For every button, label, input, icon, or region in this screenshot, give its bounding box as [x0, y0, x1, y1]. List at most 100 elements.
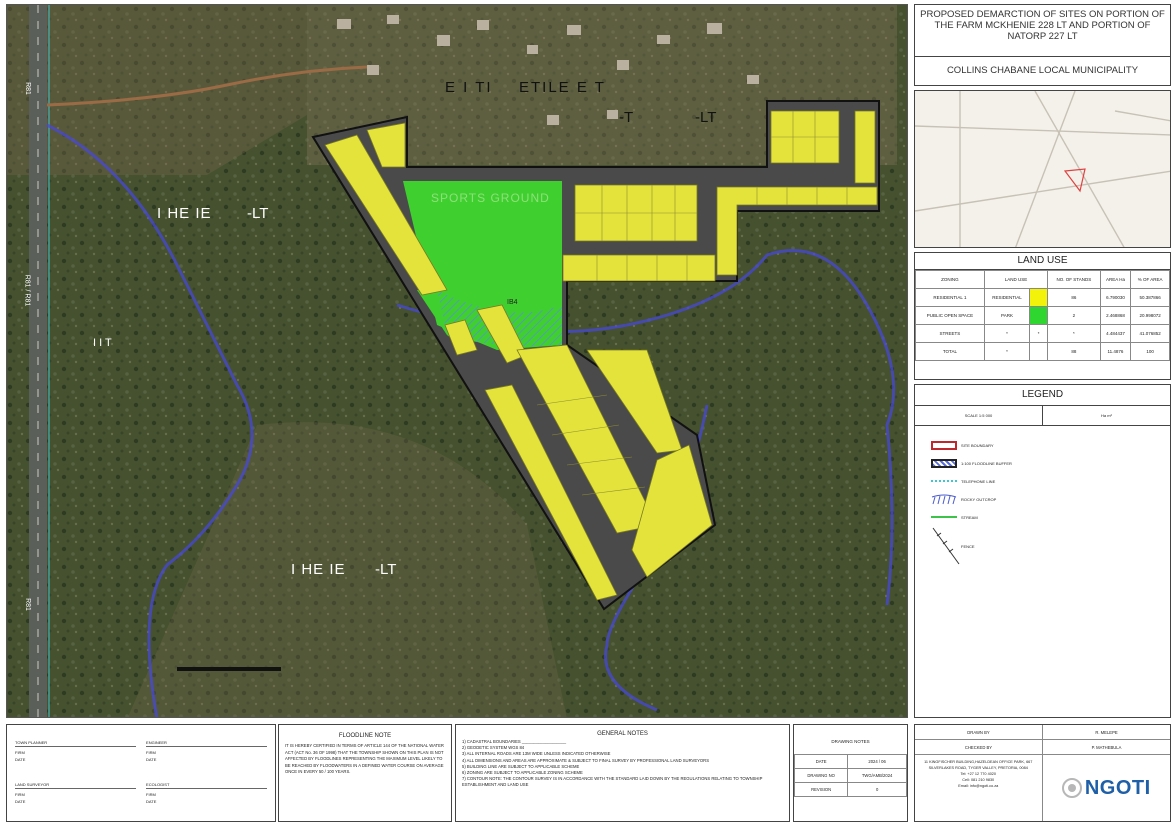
color-swatch	[1029, 288, 1049, 307]
drawing-title: PROPOSED DEMARCTION OF SITES ON PORTION …	[915, 5, 1170, 57]
signature-label: DATE	[15, 757, 26, 762]
company-contact: 11 KINGFISCHER BUILDING,HAZELDEAN OFFICE…	[915, 755, 1043, 821]
zoning-cell: STREETS	[915, 324, 985, 343]
signature-col-right: ENGINEER FIRM DATE	[146, 739, 267, 763]
table-row: TOTAL * 88 11.4876 100	[915, 342, 1170, 361]
locality-map-canvas	[915, 91, 1170, 247]
map-label-farm-south: I HE IE	[291, 561, 346, 578]
legend-item: TELEPHONE LINE	[915, 472, 1170, 490]
legend-label: FENCE	[961, 543, 975, 549]
pct-cell: 20.998072	[1130, 306, 1170, 325]
legend-label: STREAM	[961, 514, 978, 520]
map-label-farm-south-suffix: -LT	[375, 561, 397, 578]
signature-label: FIRM	[15, 750, 25, 755]
drawing-note-value: 0	[847, 782, 907, 797]
use-cell: PARK	[983, 306, 1031, 325]
floodline-buffer-icon	[931, 457, 961, 469]
rocky-outcrop-icon	[931, 493, 961, 505]
locality-site-marker	[1063, 168, 1086, 193]
list-item: 2) GEODETIC SYSTEM WGS 84	[462, 745, 525, 751]
legend-scale: SCALE 1:5 000	[964, 413, 993, 418]
pct-cell: 50.387866	[1130, 288, 1170, 307]
map-label-farm-mid: I I T	[93, 337, 112, 349]
signature-label: ECOLOGIST	[146, 781, 267, 789]
use-cell: *	[983, 342, 1031, 361]
color-swatch	[1029, 342, 1049, 361]
company-address: 11 KINGFISCHER BUILDING,HAZELDEAN OFFICE…	[924, 760, 1033, 770]
legend-unit: Ha m²	[1042, 406, 1170, 425]
ngoti-logo-icon	[1061, 778, 1082, 798]
signature-label: LAND SURVEYOR	[15, 781, 136, 789]
map-label-road-b: R81 / R81	[23, 274, 31, 307]
drawing-note-key: DRAWING NO	[793, 768, 849, 783]
floodline-heading: FLOODLINE NOTE	[338, 733, 392, 739]
drawing-notes-heading: DRAWING NOTES	[831, 739, 870, 744]
municipality-name: COLLINS CHABANE LOCAL MUNICIPALITY	[946, 65, 1139, 76]
fence-icon	[931, 526, 961, 566]
use-cell: RESIDENTIAL	[983, 288, 1031, 307]
header-cell: ZONING	[915, 270, 985, 289]
checked-by-label: CHECKED BY	[964, 744, 993, 750]
stands-cell: 2	[1047, 306, 1101, 325]
general-notes: GENERAL NOTES 1) CADASTRAL BOUNDARIES __…	[455, 724, 790, 822]
stream-east	[396, 249, 896, 606]
signature-label: FIRM	[146, 792, 156, 797]
map-label-settlement-d: -LT	[695, 109, 717, 126]
map-label-settlement-b: ETILE E T	[519, 79, 606, 96]
aerial-map[interactable]: E I TI ETILE E T -T -LT I HE IE -LT I HE…	[6, 4, 908, 718]
legend-panel: LEGEND SCALE 1:5 000 Ha m² SITE BOUNDARY…	[914, 384, 1171, 718]
header-cell: NO. OF STANDS	[1047, 270, 1101, 289]
signature-col-left: TOWN PLANNER FIRM DATE	[15, 739, 136, 763]
area-cell: 6.790030	[1099, 288, 1132, 307]
drawing-note-value: 2024 / 06	[847, 754, 907, 769]
floodline-note: FLOODLINE NOTE IT IS HEREBY CERTIFIED IN…	[278, 724, 452, 822]
color-swatch	[1029, 306, 1049, 325]
map-label-sports-ground: SPORTS GROUND	[431, 191, 550, 205]
drawn-by-row: DRAWN BY R. MELEPE	[915, 725, 1170, 740]
zoning-cell: RESIDENTIAL 1	[915, 288, 985, 307]
map-canvas	[7, 5, 907, 717]
company-cell: Cell: 081 210 9830	[962, 778, 995, 782]
signature-label: ENGINEER	[146, 739, 267, 747]
list-item: 3) ALL INTERNAL ROADS ARE 13M WIDE UNLES…	[462, 751, 611, 757]
signature-row: LAND SURVEYOR FIRM DATE ECOLOGIST FIRM D…	[7, 763, 275, 805]
zoning-cell: TOTAL	[915, 342, 985, 361]
land-use-table: LAND USE ZONING LAND USE NO. OF STANDS A…	[914, 252, 1171, 380]
drawn-by-value: R. MELEPE	[1042, 725, 1170, 739]
pct-cell: 100	[1130, 342, 1170, 361]
legend-label: SITE BOUNDARY	[961, 442, 994, 448]
signature-row: TOWN PLANNER FIRM DATE ENGINEER FIRM DAT…	[7, 725, 275, 763]
title-block: PROPOSED DEMARCTION OF SITES ON PORTION …	[914, 4, 1171, 86]
company-details: 11 KINGFISCHER BUILDING,HAZELDEAN OFFICE…	[915, 755, 1170, 821]
residential-blocks	[324, 110, 878, 601]
map-label-farm-west-suffix: -LT	[247, 205, 269, 222]
legend-item: STREAM	[915, 508, 1170, 526]
map-label-farm-west: I HE IE	[157, 205, 212, 222]
table-row: RESIDENTIAL 1 RESIDENTIAL 86 6.790030 50…	[915, 288, 1170, 307]
list-item: 1) CADASTRAL BOUNDARIES ________________…	[462, 739, 567, 744]
signature-col-right: ECOLOGIST FIRM DATE	[146, 781, 267, 805]
legend-item: ROCKY OUTCROP	[915, 490, 1170, 508]
scale-bar	[177, 667, 281, 671]
pct-cell: 41.076852	[1130, 324, 1170, 343]
signature-label: FIRM	[146, 750, 156, 755]
general-notes-list: 1) CADASTRAL BOUNDARIES ________________…	[456, 737, 789, 793]
site-boundary-icon	[931, 439, 961, 451]
list-item: 7) CONTOUR NOTE: THE CONTOUR SURVEY IS I…	[462, 776, 763, 788]
map-label-settlement-c: -T	[619, 109, 634, 126]
settlement-area	[307, 5, 897, 165]
use-cell: *	[983, 324, 1031, 343]
table-row: REVISION 0	[793, 782, 907, 797]
stream-west	[46, 123, 254, 717]
checked-by-row: CHECKED BY P. MATHEBULA	[915, 740, 1170, 755]
legend-item: FENCE	[915, 526, 1170, 566]
map-label-settlement-a: E I TI	[445, 79, 493, 96]
legend-item: 1:100 FLOODLINE BUFFER	[915, 454, 1170, 472]
land-use-header-row: ZONING LAND USE NO. OF STANDS AREA Ha % …	[915, 270, 1170, 289]
area-cell: 2.468868	[1099, 306, 1132, 325]
list-item: 4) ALL DIMENSIONS AND AREAS ARE APPROXIM…	[462, 757, 709, 763]
drawing-notes: DRAWING NOTES DATE 2024 / 06 DRAWING NO …	[793, 724, 908, 822]
telephone-line-icon	[931, 475, 961, 487]
signature-label: DATE	[146, 799, 157, 804]
signature-label: FIRM	[15, 792, 25, 797]
